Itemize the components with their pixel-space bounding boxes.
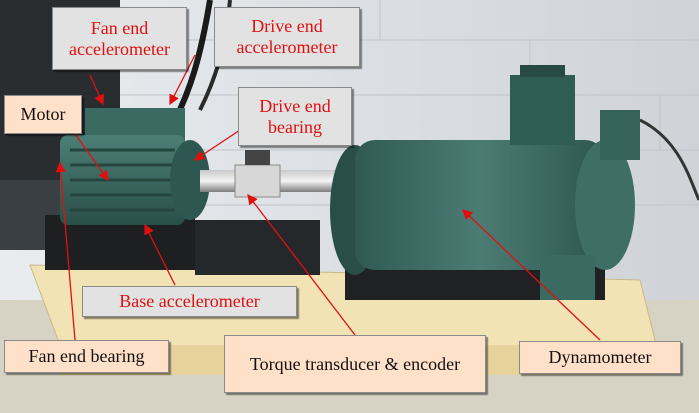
label-drive-end-bearing: Drive end bearing — [238, 87, 352, 146]
label-fan-end-accelerometer: Fan end accelerometer — [52, 7, 187, 70]
label-motor: Motor — [4, 95, 82, 134]
label-fan-end-bearing: Fan end bearing — [4, 340, 169, 373]
label-dynamometer: Dynamometer — [519, 341, 681, 374]
label-drive-end-accelerometer: Drive end accelerometer — [214, 7, 360, 67]
label-base-accelerometer: Base accelerometer — [82, 286, 297, 317]
label-torque-transducer-encoder: Torque transducer & encoder — [224, 335, 486, 393]
